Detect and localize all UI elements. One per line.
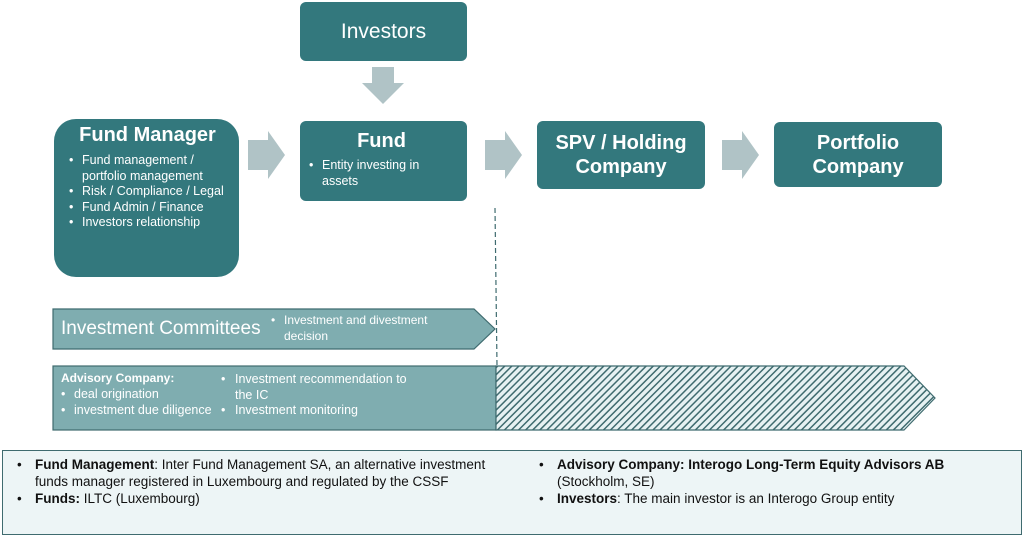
spv-holding-title: SPV / Holding Company [555,132,687,178]
fund-manager-item: Fund management / portfolio management [66,153,229,184]
footer-item-bold: Investors [557,491,618,506]
advisory-left-list: deal origination investment due diligenc… [58,386,228,418]
investment-committees-list: Investment and divestment decision [268,312,468,344]
investment-committees-label: Investment Committees [61,318,261,339]
footer-item-text: (Stockholm, SE) [557,474,655,489]
footer-item-bold: Funds: [35,491,80,506]
advisory-right-item: Investment recommendation to the IC [218,372,418,403]
footer-item-text: : Inter Fund Management SA, an alternati… [35,457,486,489]
advisory-left-item: deal origination [58,386,228,402]
dashed-divider-line [494,207,498,367]
investors-label: Investors [340,19,427,43]
footer-info-box: Fund Management: Inter Fund Management S… [2,450,1022,535]
footer-right-item: Advisory Company: Interogo Long-Term Equ… [533,456,1003,490]
portfolio-company-title: Portfolio Company [812,131,904,178]
fund-item: Entity investing in assets [306,158,457,189]
footer-right-list: Advisory Company: Interogo Long-Term Equ… [533,456,1003,507]
fund-title: Fund [357,130,406,152]
advisory-company-label: Advisory Company: [61,371,175,385]
footer-left-item: Funds: ILTC (Luxembourg) [11,490,506,507]
investment-committees-item: Investment and divestment decision [268,312,468,344]
arrow-right-manager-to-fund [248,131,285,179]
fund-manager-title: Fund Manager [79,124,216,146]
footer-item-text: ILTC (Luxembourg) [80,491,200,506]
fund-manager-item: Risk / Compliance / Legal [66,184,229,200]
arrow-right-fund-to-spv [485,131,522,179]
footer-left-item: Fund Management: Inter Fund Management S… [11,456,506,490]
fund-box: Fund Entity investing in assets [300,121,467,201]
advisory-right-item: Investment monitoring [218,403,418,419]
fund-manager-item: Investors relationship [66,215,229,231]
portfolio-company-box: Portfolio Company [774,122,942,187]
arrow-down-investors-to-fund [362,67,404,104]
fund-manager-box: Fund Manager Fund management / portfolio… [54,119,239,277]
advisory-left-item: investment due diligence [58,402,228,418]
advisory-hatched-extension [495,365,936,431]
fund-manager-list: Fund management / portfolio management R… [66,153,229,231]
spv-holding-box: SPV / Holding Company [537,121,705,189]
footer-item-bold: Advisory Company: Interogo Long-Term Equ… [557,457,945,472]
advisory-right-list: Investment recommendation to the IC Inve… [218,372,418,419]
fund-manager-item: Fund Admin / Finance [66,200,229,216]
footer-right-item: Investors: The main investor is an Inter… [533,490,1003,507]
footer-left-list: Fund Management: Inter Fund Management S… [11,456,506,507]
investors-box: Investors [300,2,467,61]
footer-item-bold: Fund Management [35,457,155,472]
arrow-right-spv-to-portfolio [722,131,759,179]
fund-list: Entity investing in assets [306,158,457,189]
footer-item-text: : The main investor is an Interogo Group… [617,491,895,506]
